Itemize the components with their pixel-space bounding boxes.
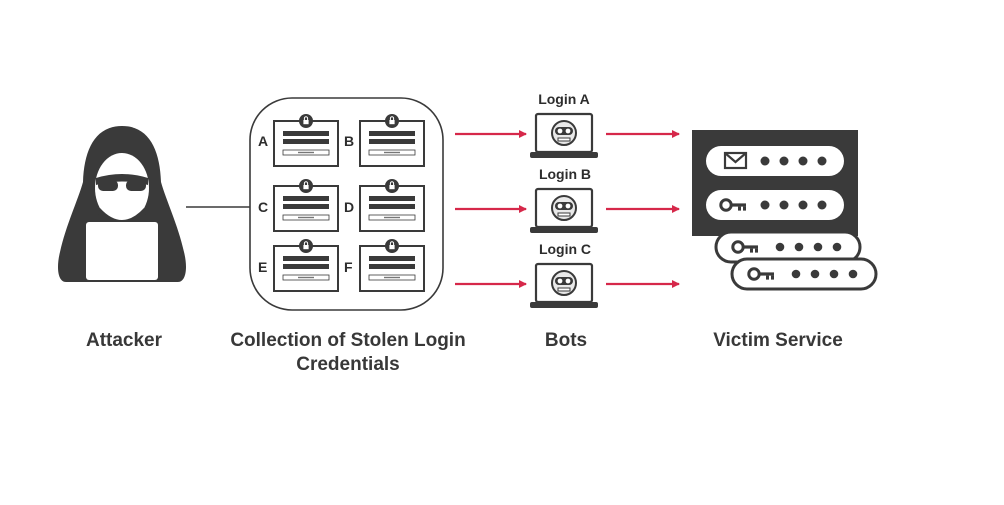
card-letter-d: D — [344, 199, 355, 215]
bot-laptop-c — [528, 262, 600, 310]
credential-card-e — [273, 238, 339, 292]
bot-laptop-a — [528, 112, 600, 160]
card-letter-a: A — [258, 133, 269, 149]
attacker-caption: Attacker — [85, 330, 163, 351]
hooded-hacker-icon — [58, 126, 186, 282]
bot-label-c: Login C — [538, 241, 592, 257]
credential-card-c — [273, 178, 339, 232]
victim-caption: Victim Service — [713, 330, 843, 351]
bot-label-a: Login A — [538, 91, 590, 107]
card-letter-f: F — [344, 259, 353, 275]
password-field-stack-1 — [714, 230, 862, 264]
card-letter-c: C — [258, 199, 269, 215]
credential-card-d — [359, 178, 425, 232]
collection-caption-line1: Collection of Stolen Login — [230, 330, 466, 351]
card-letter-b: B — [344, 133, 355, 149]
credential-card-a — [273, 113, 339, 167]
card-letter-e: E — [258, 259, 268, 275]
collection-caption-line2: Credentials — [296, 354, 400, 375]
envelope-icon — [723, 151, 748, 170]
victim-service-panel — [692, 130, 858, 236]
credential-card-b — [359, 113, 425, 167]
credential-card-f — [359, 238, 425, 292]
bot-label-b: Login B — [538, 166, 592, 182]
bots-caption: Bots — [544, 330, 588, 351]
bot-laptop-b — [528, 187, 600, 235]
password-field-stack-2 — [730, 257, 878, 291]
